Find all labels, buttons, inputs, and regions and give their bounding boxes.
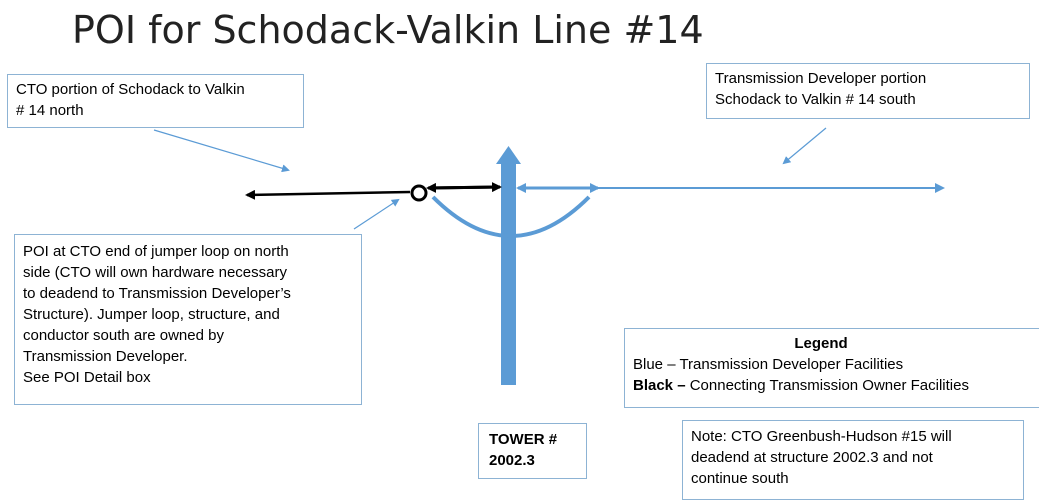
tower-label: TOWER # bbox=[489, 431, 558, 448]
tower-label-box: TOWER # 2002.3 bbox=[478, 423, 587, 479]
tower-mast bbox=[501, 162, 516, 385]
legend-blue-entry: Blue – Transmission Developer Facilities bbox=[633, 354, 1039, 375]
td-portion-callout: Transmission Developer portion Schodack … bbox=[706, 63, 1030, 119]
note-box: Note: CTO Greenbush-Hudson #15 will dead… bbox=[682, 420, 1024, 500]
cto-callout-line-2: # 14 north bbox=[16, 102, 84, 119]
poi-text-line: Structure). Jumper loop, structure, and bbox=[23, 306, 280, 323]
note-line: continue south bbox=[691, 470, 789, 487]
legend-heading: Legend bbox=[794, 335, 848, 352]
td-callout-line-2: Schodack to Valkin # 14 south bbox=[715, 91, 916, 108]
legend-blue-text: – Transmission Developer Facilities bbox=[663, 356, 904, 373]
poi-text-line: conductor south are owned by bbox=[23, 327, 224, 344]
cto-callout-line-1: CTO portion of Schodack to Valkin bbox=[16, 81, 245, 98]
poi-text-line: See POI Detail box bbox=[23, 369, 151, 386]
poi-text-line: side (CTO will own hardware necessary bbox=[23, 264, 287, 281]
legend-black-key: Black – bbox=[633, 377, 686, 394]
poi-description-box: POI at CTO end of jumper loop on north s… bbox=[14, 234, 362, 405]
tower-number: 2002.3 bbox=[489, 452, 535, 469]
poi-text-line: POI at CTO end of jumper loop on north bbox=[23, 243, 289, 260]
jumper-loop bbox=[431, 195, 591, 238]
poi-text-line: to deadend to Transmission Developer’s bbox=[23, 285, 291, 302]
cto-conductor-north bbox=[245, 189, 411, 200]
legend-box: Legend Blue – Transmission Developer Fac… bbox=[624, 328, 1039, 408]
cto-portion-callout: CTO portion of Schodack to Valkin # 14 n… bbox=[7, 74, 304, 128]
td-callout-arrow bbox=[782, 127, 827, 165]
poi-circle bbox=[410, 184, 428, 202]
page-title: POI for Schodack-Valkin Line #14 bbox=[72, 8, 704, 52]
poi-text-line: Transmission Developer. bbox=[23, 348, 188, 365]
td-callout-line-1: Transmission Developer portion bbox=[715, 70, 927, 87]
note-line: Note: CTO Greenbush-Hudson #15 will bbox=[691, 428, 952, 445]
note-line: deadend at structure 2002.3 and not bbox=[691, 449, 933, 466]
legend-black-entry: Black – Connecting Transmission Owner Fa… bbox=[633, 375, 1039, 396]
tower-arrowhead bbox=[496, 146, 521, 164]
tower-structure bbox=[496, 146, 521, 385]
poi-callout-arrow bbox=[353, 198, 400, 230]
legend-blue-key: Blue bbox=[633, 356, 664, 373]
cto-span-arrow-back bbox=[426, 182, 501, 193]
legend-black-text: Connecting Transmission Owner Facilities bbox=[685, 377, 969, 394]
cto-callout-arrow bbox=[153, 129, 290, 173]
